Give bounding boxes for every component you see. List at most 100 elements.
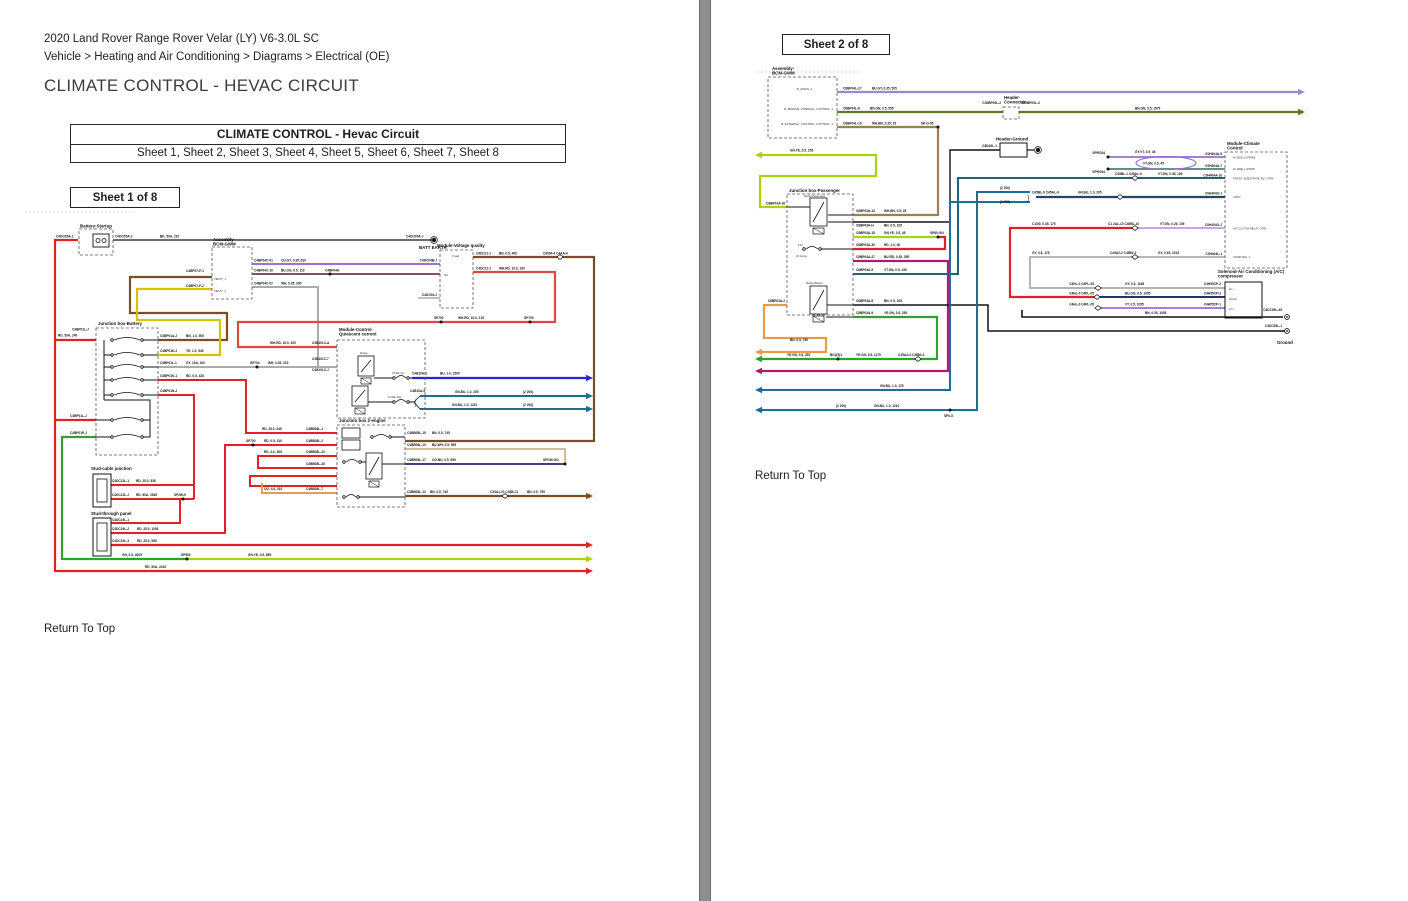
diagram-label: GN.BU, 1.0, 175 bbox=[880, 384, 904, 388]
splice-dot bbox=[528, 320, 532, 324]
inline-connector-icon bbox=[1131, 225, 1139, 231]
diagram-label: RD, 25.0, 345 bbox=[262, 427, 282, 431]
relay-coil-icon bbox=[360, 377, 372, 385]
diagram-label: C8BP04L-17 bbox=[843, 87, 862, 91]
diagram-label: C4H55CP-3 bbox=[1204, 292, 1221, 296]
diagram-label: C8BP03A-13 bbox=[856, 209, 875, 213]
fuse-icon bbox=[114, 434, 140, 438]
diagram-label: RD, 1.0, 40 bbox=[884, 243, 900, 247]
diagram-label: HI SIDE S (PWM) bbox=[1233, 156, 1255, 160]
diagram-label: WH.BN, 0.5, 25 bbox=[884, 209, 907, 213]
return-to-top-link-left[interactable]: Return To Top bbox=[44, 623, 116, 635]
offpage-arrow-icon bbox=[586, 555, 593, 563]
diagram-label: C8BP03A-27 bbox=[856, 255, 875, 259]
diagram-label: WH.RD, 10.0, 200 bbox=[270, 341, 296, 345]
wire bbox=[261, 483, 337, 494]
diagram-label: C4B101C-J bbox=[312, 368, 329, 372]
stud-icon bbox=[96, 522, 108, 552]
diagram-label: C4B10A-1 bbox=[412, 372, 427, 376]
diagram-label: C8BP03A-H bbox=[856, 224, 874, 228]
diagram-label: F12 bbox=[798, 243, 803, 247]
fuse-icon bbox=[388, 435, 392, 439]
battery-icon bbox=[95, 238, 101, 243]
diagram-label: C4BB08L-17 bbox=[407, 458, 426, 462]
diagram-label: GY.VT, 0.5, 45 bbox=[1135, 150, 1156, 154]
wire bbox=[249, 475, 337, 487]
component-label: Junction box-Battery bbox=[98, 321, 142, 326]
wire bbox=[1008, 226, 1135, 299]
relay-icon bbox=[360, 359, 372, 373]
wire bbox=[758, 153, 878, 209]
splice-dot bbox=[1106, 167, 1110, 171]
fuse-icon bbox=[342, 495, 346, 499]
stud-icon bbox=[92, 517, 112, 557]
diagram-label: GN.BU, 1.0, 1210 bbox=[452, 403, 478, 407]
diagram-label: VT.GN, 0.5, 135 bbox=[884, 268, 907, 272]
fuse-icon bbox=[110, 393, 114, 397]
diagram-label: C4DC05L-45 bbox=[1263, 308, 1282, 312]
wire bbox=[762, 191, 1030, 411]
splice-dot bbox=[185, 557, 189, 561]
fuse-icon bbox=[114, 392, 140, 396]
fuse-icon bbox=[114, 364, 140, 368]
diagram-label: C4DC05A-J bbox=[406, 235, 424, 239]
diagram-label: 10 Amps bbox=[796, 254, 808, 258]
wire bbox=[853, 149, 1000, 223]
diagram-label: C1/50, 0.35, 175 bbox=[1032, 222, 1056, 226]
wire bbox=[853, 235, 947, 251]
diagram-label: C34A-L/G C34B-J1 bbox=[490, 490, 518, 494]
component-label: BCM-GWM bbox=[213, 242, 236, 247]
wire bbox=[1029, 256, 1225, 289]
diagram-label: B_EXTERNAL_CONTROL_CONTROL_1 bbox=[781, 122, 833, 126]
fuse-icon bbox=[140, 393, 144, 397]
diagram-label: GN.BU, 1.0, 1210 bbox=[874, 404, 900, 408]
ground-terminal-icon bbox=[1034, 146, 1042, 154]
assembly-bcm-gwm-box bbox=[211, 246, 253, 300]
diagram-label: C4BP07-F-2 bbox=[186, 284, 204, 288]
wire bbox=[853, 304, 1285, 332]
diagram-label: SPRO54 bbox=[1092, 170, 1105, 174]
diagram-label: RD, 25.0, 535 bbox=[136, 479, 156, 483]
diagram-label: VBATT_1 bbox=[214, 277, 226, 281]
wire bbox=[762, 201, 1030, 391]
diagram-label: BK, 50A, 210 bbox=[160, 235, 180, 239]
component-label: Stud-through panel bbox=[91, 511, 132, 516]
ground-terminal-icon bbox=[1035, 147, 1041, 153]
diagram-label: C4BP01N-J bbox=[160, 389, 177, 393]
header-ground-box bbox=[999, 142, 1028, 158]
diagram-label: SP-G-05 bbox=[921, 122, 934, 126]
diagram-label: YE.GN, 0.5, 250 bbox=[787, 353, 810, 357]
offpage-arrow-icon bbox=[586, 374, 593, 382]
offpage-arrow-icon bbox=[1298, 108, 1305, 116]
diagram-label: (2 200) bbox=[1000, 200, 1010, 204]
wire bbox=[53, 238, 586, 573]
diagram-label: C8BP03A-2 bbox=[768, 299, 785, 303]
diagram-label: C4B101C-A bbox=[312, 341, 330, 345]
component-label: BATT EARTH bbox=[419, 245, 447, 250]
module-climate-control-box bbox=[1224, 151, 1288, 269]
component-label: Battery-Startup bbox=[80, 224, 112, 229]
diagram-label: BN.GN, 0.5, 555 bbox=[870, 107, 894, 111]
diagram-label: C45BL-9 C45AL-9 bbox=[1032, 191, 1059, 195]
diagram-label: C4DC19L-3 bbox=[112, 539, 129, 543]
diagram-label: C1 2AL-10 C45BL-10 bbox=[1108, 222, 1139, 226]
diagram-label: C4DC04B-J bbox=[420, 259, 438, 263]
page-left: 2020 Land Rover Range Rover Velar (LY) V… bbox=[0, 0, 697, 901]
wire bbox=[158, 394, 195, 499]
return-to-top-link-right[interactable]: Return To Top bbox=[755, 470, 827, 482]
vehicle-title: 2020 Land Rover Range Rover Velar (LY) V… bbox=[44, 33, 319, 45]
component-label: Assembly- bbox=[213, 237, 236, 242]
component-label: Junction box 2-engine bbox=[339, 418, 386, 423]
diagram-label: C4BP01K-1 bbox=[160, 374, 177, 378]
breadcrumb[interactable]: Vehicle > Heating and Air Conditioning >… bbox=[44, 51, 390, 63]
diagram-label: RD, 4.0, 305 bbox=[264, 450, 282, 454]
diagram-label: BN, 0.5, 745 bbox=[432, 431, 450, 435]
index-table-header: CLIMATE CONTROL - Hevac Circuit bbox=[71, 125, 565, 145]
diagram-label: RD, 25.0, 1005 bbox=[137, 527, 159, 531]
index-table-sheet-links[interactable]: Sheet 1, Sheet 2, Sheet 3, Sheet 4, Shee… bbox=[137, 147, 499, 159]
diagram-label: NA bbox=[444, 273, 448, 277]
wire bbox=[104, 399, 151, 421]
diagram-label: C8BP03A-30 bbox=[856, 243, 875, 247]
diagram-label: C4BP01L-J bbox=[70, 414, 87, 418]
